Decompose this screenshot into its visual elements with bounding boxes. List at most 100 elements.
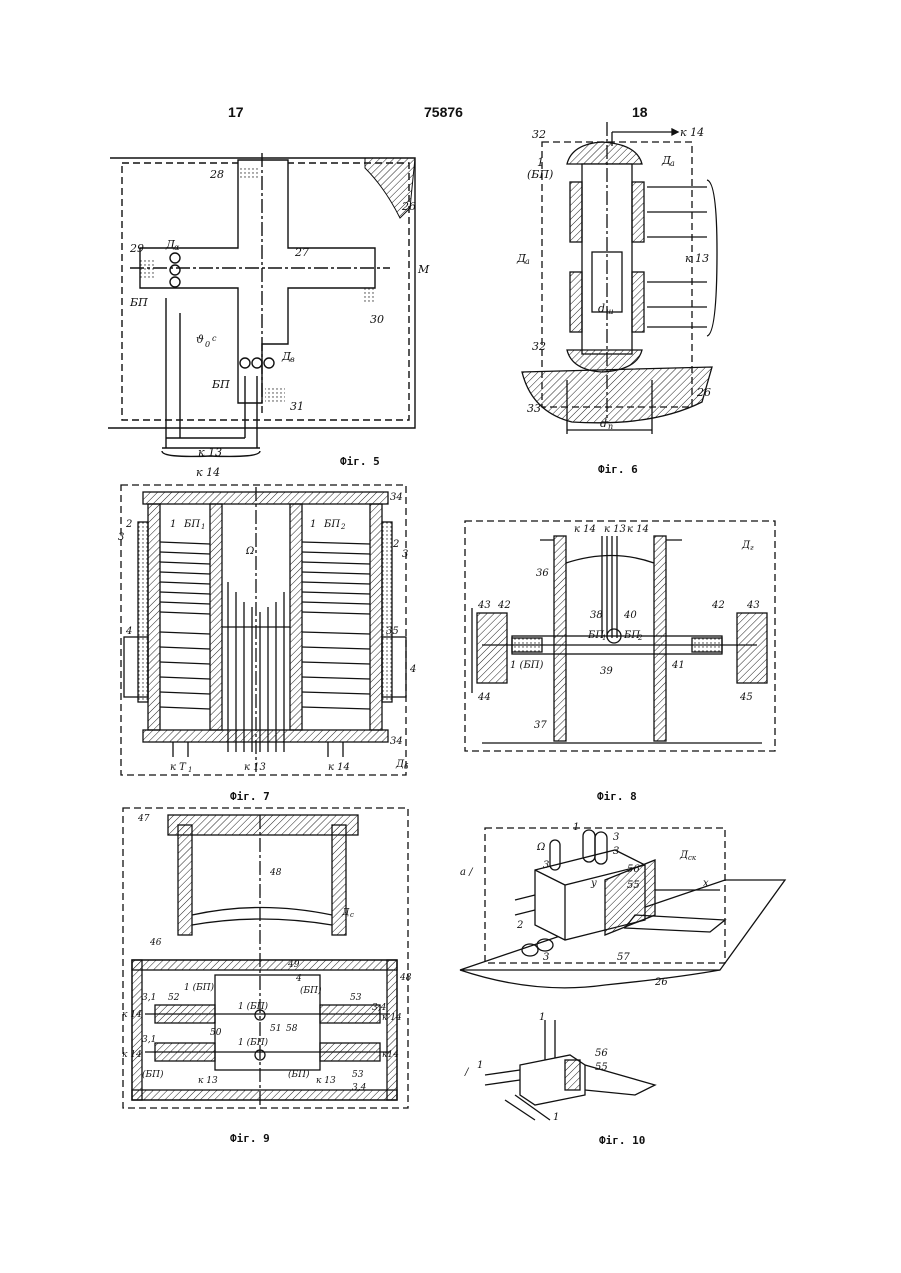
fig9-label-k13-b: к 13 [316,1076,336,1086]
fig8-label-42-left: 42 [497,600,511,611]
fig8-label-37: 37 [534,720,547,731]
figure-10-drawing: а / 1 3 3 3 Ω Д ск 56 55 x y 2 3 57 26 /… [455,820,790,1130]
fig5-label-k14: к 14 [196,466,220,479]
fig7-label-3-right: 3 [402,549,408,560]
fig9-label-49: 49 [287,960,300,970]
fig7-label-bp1: БП [183,519,200,530]
fig5-label-theta-sub: 0 [205,340,210,349]
fig8-label-k14-left: к 14 [574,524,596,535]
fig5-label-29: 29 [129,242,144,255]
fig6-label-dsh-sub: ш [606,307,614,316]
fig9-label-50: 50 [210,1028,222,1038]
fig6-label-dn-sub: п [608,422,613,431]
figure-7-drawing: 34 2 3 1 БП 1 Ω 1 БП 2 2 3 4 35 4 34 к Т… [118,482,423,780]
fig10-label-x: x [703,878,709,889]
fig8-label-38: 38 [590,610,603,621]
fig9-label-53-bottom: 53 [352,1070,364,1080]
fig9-label-51: 51 [270,1024,281,1034]
figure-8-drawing: к 14 к 13 к 14 Д г 36 43 42 38 40 БП 1 Б… [462,518,782,758]
figure-9: 47 48 Д с 46 49 4 48 3,1 52 1 (БП) 53 3,… [120,805,415,1115]
fig10-label-y: y [590,878,597,889]
fig8-label-1-bp: 1 (БП) [510,660,544,671]
fig10-label-d-sk-sub: ск [688,854,697,862]
page-number-left: 17 [228,104,244,120]
fig7-label-3-left: 3 [118,532,124,543]
fig8-label-39: 39 [600,666,613,677]
fig8-label-bp1-sub: 1 [602,634,606,642]
fig7-label-d-b-sub: б [404,763,409,771]
fig9-label-3-4-top: 3,4 [372,1003,387,1013]
fig8-label-36: 36 [536,568,549,579]
fig9-label-48-right: 48 [399,973,412,983]
figure-6-caption: Фіг. 6 [598,463,638,476]
fig8-label-k13: к 13 [604,524,626,535]
fig10-label-55: 55 [627,880,640,891]
fig7-label-1-right: 1 [310,519,316,530]
fig7-label-bp2-sub: 2 [340,523,346,531]
figure-7-caption: Фіг. 7 [230,790,270,803]
fig5-label-30: 30 [370,313,384,326]
fig7-label-k13: к 13 [244,762,266,773]
figure-6: 32 к 14 1 (БП) Д а Д а к 13 d ш 32 26 33… [512,122,727,442]
fig7-label-k14: к 14 [328,762,350,773]
fig9-label-58: 58 [286,1024,298,1034]
fig7-label-2-right: 2 [392,539,399,550]
fig10-label-3-left: 3 [543,860,549,871]
fig10-label-a: а / [460,867,474,878]
fig10-label-3-right-2: 3 [613,846,619,857]
fig7-label-bp2: БП [323,519,340,530]
fig7-label-1-left: 1 [170,519,176,530]
fig6-label-33: 33 [527,402,541,415]
fig10-label-3-bottom: 3 [543,952,549,963]
figure-9-caption: Фіг. 9 [230,1132,270,1145]
fig5-label-31: 31 [290,400,304,413]
fig9-label-1-bp-c: 1 (БП) [238,1037,269,1048]
fig8-label-k14-right: к 14 [627,524,649,535]
fig10-label-57: 57 [617,952,630,963]
fig10-label-1-c: 1 [477,1060,483,1071]
fig7-label-4-right: 4 [409,664,416,675]
fig6-label-dsh: d [598,302,605,315]
fig10-label-56-b: 56 [595,1048,608,1059]
fig9-label-3-4-bottom: 3,4 [352,1083,367,1093]
fig5-label-bp: БП [129,296,148,309]
fig6-label-26: 26 [696,386,711,399]
fig9-label-d-c: Д [341,908,350,918]
fig6-label-32-top: 32 [532,128,546,141]
fig10-label-26: 26 [654,977,668,988]
fig7-label-35: 35 [386,626,399,637]
fig8-label-43-left: 43 [477,600,491,611]
fig7-label-kt1: к Т [170,762,187,773]
fig5-label-d-v-sub: в [290,355,295,364]
fig9-label-k14-a: к 14 [122,1010,142,1020]
fig10-label-55-b: 55 [595,1062,608,1073]
fig6-label-d-a-2-sub: а [525,257,530,266]
fig10-label-2: 2 [516,920,523,931]
fig9-label-bp-c: (БП) [288,1069,310,1080]
fig10-label-3-right: 3 [613,832,619,843]
fig8-label-d-g-sub: г [750,544,754,552]
figure-5-drawing: 28 26 27 29 Д α M БП ϑ 0 c Д в БП 30 31 … [100,148,430,488]
fig6-label-32-bottom: 32 [532,340,546,353]
fig9-label-3-1-bottom: 3,1 [142,1035,156,1045]
fig9-label-k14-c: к 14 [122,1050,142,1060]
fig5-label-theta: ϑ [196,333,204,346]
fig10-label-1-d: 1 [553,1112,559,1123]
fig5-label-bp-2: БП [211,378,230,391]
fig10-label-b: / [464,1067,470,1078]
fig5-label-27: 27 [294,246,309,259]
figure-5-caption: Фіг. 5 [340,455,380,468]
figure-5: 28 26 27 29 Д α M БП ϑ 0 c Д в БП 30 31 … [100,148,430,488]
fig9-label-47: 47 [137,814,150,824]
fig9-label-46: 46 [149,938,162,948]
fig9-label-bp-d: (БП) [300,985,322,996]
figure-6-drawing: 32 к 14 1 (БП) Д а Д а к 13 d ш 32 26 33… [512,122,727,442]
fig10-label-1-top: 1 [573,822,579,833]
figure-8: к 14 к 13 к 14 Д г 36 43 42 38 40 БП 1 Б… [462,518,782,758]
fig9-label-k13-a: к 13 [198,1076,218,1086]
page-number-right: 18 [632,104,648,120]
fig10-label-56: 56 [627,864,640,875]
fig5-label-theta-deg: c [212,334,217,343]
fig9-label-k14-b: к 14 [382,1013,402,1023]
fig7-label-bp1-sub: 1 [201,523,205,531]
